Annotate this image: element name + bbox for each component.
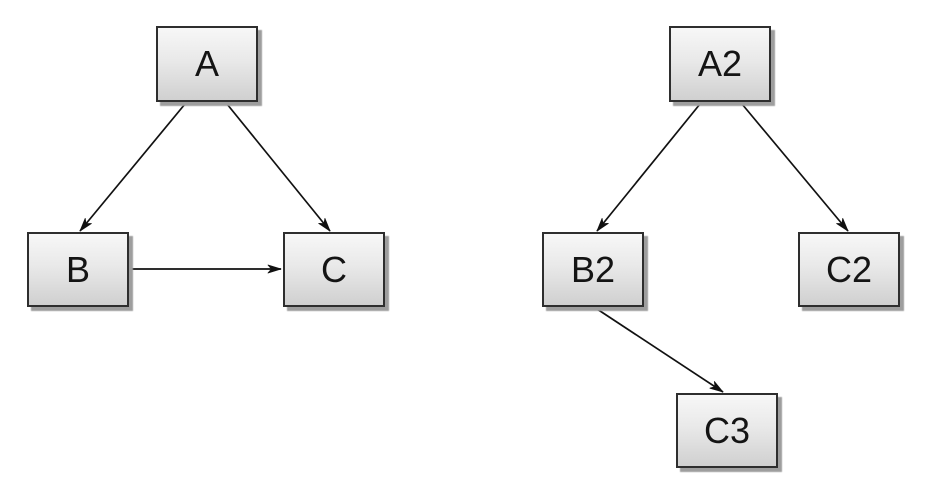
- node-box-b2: B2: [542, 232, 644, 307]
- node-label-a: A: [194, 43, 219, 84]
- node-box-a2: A2: [669, 26, 771, 102]
- node-label-a2: A2: [697, 43, 743, 84]
- node-label-b2: B2: [570, 248, 616, 290]
- edge-b2-to-c3: [593, 306, 724, 393]
- node-label-c3: C3: [703, 409, 751, 451]
- edge-a2-to-c2: [741, 103, 849, 232]
- edge-a2-to-b2: [596, 103, 701, 232]
- node-box-c2: C2: [798, 232, 900, 307]
- node-box-a: A: [156, 26, 258, 102]
- node-label-c2: C2: [825, 248, 873, 290]
- node-box-c: C: [283, 232, 385, 307]
- node-box-c3: C3: [676, 393, 778, 468]
- node-label-c: C: [321, 248, 347, 290]
- node-label-b: B: [65, 248, 90, 290]
- node-box-b: B: [27, 232, 129, 307]
- edge-a-to-c: [226, 103, 331, 232]
- edge-a-to-b: [79, 103, 186, 232]
